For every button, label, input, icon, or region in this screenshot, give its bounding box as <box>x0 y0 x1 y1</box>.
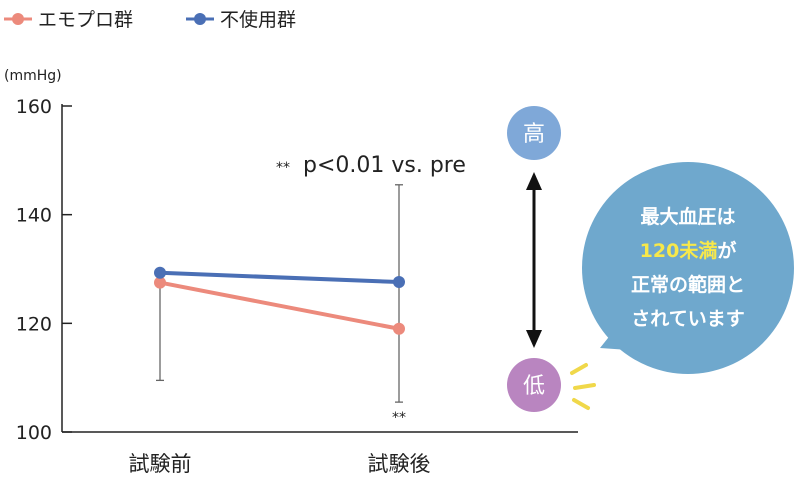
low-label: 低 <box>523 374 545 399</box>
bubble-highlight: 120未満 <box>640 239 718 262</box>
burst-icon <box>570 363 596 410</box>
y-tick-label: 120 <box>16 313 52 335</box>
data-point <box>154 276 166 289</box>
arrow-up-icon <box>526 172 542 190</box>
annotation-prefix: ** <box>276 160 290 176</box>
y-ticks: 100 120 140 160 <box>16 96 72 444</box>
legend-item-control[interactable]: 不使用群 <box>186 9 296 31</box>
significance-annotation: ** p<0.01 vs. pre <box>276 153 466 178</box>
y-tick-label: 160 <box>16 96 52 118</box>
data-point <box>393 322 405 335</box>
annotation-text: p<0.01 vs. pre <box>303 153 466 178</box>
low-circle <box>507 358 561 412</box>
significance-mark: ** <box>392 410 406 426</box>
y-tick-label: 100 <box>16 422 52 444</box>
data-point <box>154 266 166 279</box>
legend: エモプロ群 不使用群 <box>4 9 296 31</box>
bubble-line-3: 正常の範囲と <box>631 273 745 296</box>
arrow-down-icon <box>526 330 542 348</box>
bubble-line-4: されています <box>631 308 744 330</box>
y-axis-label: (mmHg) <box>4 68 62 84</box>
x-tick-label: 試験前 <box>129 452 192 476</box>
bubble-line-2: 120未満が <box>640 239 737 262</box>
bubble-line-1: 最大血圧は <box>640 205 735 228</box>
legend-label-emopro: エモプロ群 <box>38 9 133 31</box>
error-bars <box>156 184 403 403</box>
high-circle <box>507 106 561 160</box>
high-label: 高 <box>523 122 545 147</box>
data-point <box>393 276 405 289</box>
series-line-0 <box>159 280 400 331</box>
legend-item-emopro[interactable]: エモプロ群 <box>4 9 133 31</box>
info-bubble: 最大血圧は 120未満が 正常の範囲と されています <box>582 162 794 374</box>
x-labels: 試験前 試験後 <box>129 452 431 476</box>
bubble-line-2-rest: が <box>717 239 736 262</box>
series-lines <box>154 266 405 335</box>
series-line-1 <box>159 270 400 285</box>
legend-label-control: 不使用群 <box>220 9 296 31</box>
y-tick-label: 140 <box>16 205 52 227</box>
x-tick-label: 試験後 <box>368 452 431 476</box>
